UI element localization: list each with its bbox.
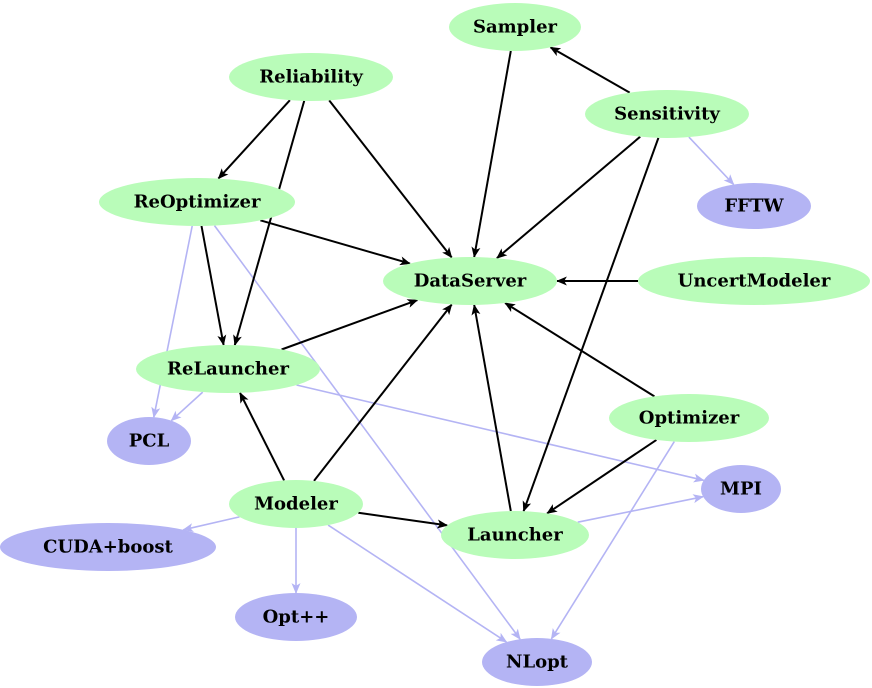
node-sampler-shape xyxy=(449,3,581,51)
node-fftw: FFTW xyxy=(697,183,811,229)
node-nlopt-shape xyxy=(482,638,592,686)
node-reliability-label: Reliability xyxy=(259,67,363,88)
node-modeler-shape xyxy=(229,480,363,528)
edge-optimizer-to-dataserver xyxy=(504,302,655,398)
node-reliability-shape xyxy=(229,53,393,101)
node-sampler-label: Sampler xyxy=(473,17,558,38)
edge-relauncher-to-mpi xyxy=(296,384,705,483)
edge-reoptimizer-to-nlopt xyxy=(213,225,521,640)
node-reoptimizer: ReOptimizer xyxy=(99,178,295,226)
edge-modeler-to-launcher xyxy=(358,511,449,529)
edge-launcher-to-dataserver xyxy=(471,304,512,512)
node-launcher-shape xyxy=(441,511,589,559)
edge-layer xyxy=(151,46,735,643)
node-launcher-label: Launcher xyxy=(467,525,563,546)
node-uncertmodeler-shape xyxy=(638,257,870,305)
node-relauncher-label: ReLauncher xyxy=(167,359,289,380)
node-relauncher: ReLauncher xyxy=(136,345,320,393)
node-sampler: Sampler xyxy=(449,3,581,51)
edge-sensitivity-to-launcher xyxy=(522,137,660,513)
node-optimizer: Optimizer xyxy=(609,394,769,442)
edge-launcher-to-mpi xyxy=(577,494,704,523)
edge-optimizer-to-launcher xyxy=(546,439,657,515)
node-modeler: Modeler xyxy=(229,480,363,528)
node-launcher: Launcher xyxy=(441,511,589,559)
node-sensitivity-label: Sensitivity xyxy=(614,104,720,125)
edge-sensitivity-to-sampler xyxy=(549,46,631,94)
node-cudaboost: CUDA+boost xyxy=(0,523,216,571)
node-mpi-shape xyxy=(701,465,781,513)
node-dataserver: DataServer xyxy=(383,257,557,305)
node-sensitivity-shape xyxy=(585,90,749,138)
node-sensitivity: Sensitivity xyxy=(585,90,749,138)
edge-reoptimizer-to-relauncher xyxy=(200,225,227,346)
node-optimizer-shape xyxy=(609,394,769,442)
edge-reliability-to-reoptimizer xyxy=(217,99,291,180)
node-fftw-shape xyxy=(697,183,811,229)
node-optimizer-label: Optimizer xyxy=(639,408,740,429)
node-pcl-label: PCL xyxy=(129,431,170,452)
edge-relauncher-to-dataserver xyxy=(281,299,419,351)
node-reoptimizer-shape xyxy=(99,178,295,226)
edge-modeler-to-dataserver xyxy=(313,303,453,482)
node-reliability: Reliability xyxy=(229,53,393,101)
node-cudaboost-shape xyxy=(0,523,216,571)
edge-modeler-to-relauncher xyxy=(239,391,285,481)
node-reoptimizer-label: ReOptimizer xyxy=(134,192,261,213)
node-dataserver-label: DataServer xyxy=(414,271,527,292)
node-layer: SamplerReliabilitySensitivityReOptimizer… xyxy=(0,3,870,686)
node-pcl-shape xyxy=(107,417,191,465)
edge-modeler-to-cudaboost xyxy=(182,516,240,532)
node-pcl: PCL xyxy=(107,417,191,465)
node-dataserver-shape xyxy=(383,257,557,305)
edge-reoptimizer-to-pcl xyxy=(151,225,193,419)
node-modeler-label: Modeler xyxy=(254,494,338,515)
node-optpp-shape xyxy=(235,593,357,641)
node-uncertmodeler: UncertModeler xyxy=(638,257,870,305)
node-nlopt-label: NLopt xyxy=(506,652,569,673)
node-fftw-label: FFTW xyxy=(724,196,784,217)
edge-reoptimizer-to-dataserver xyxy=(260,219,411,266)
edge-relauncher-to-pcl xyxy=(170,391,204,422)
edge-optimizer-to-nlopt xyxy=(550,441,675,640)
edge-modeler-to-nlopt xyxy=(327,524,508,643)
node-uncertmodeler-label: UncertModeler xyxy=(678,271,831,292)
node-cudaboost-label: CUDA+boost xyxy=(43,537,173,558)
node-mpi-label: MPI xyxy=(720,479,762,500)
node-optpp: Opt++ xyxy=(235,593,357,641)
node-optpp-label: Opt++ xyxy=(263,607,330,628)
node-mpi: MPI xyxy=(701,465,781,513)
edge-sensitivity-to-dataserver xyxy=(496,135,641,259)
node-nlopt: NLopt xyxy=(482,638,592,686)
edge-reliability-to-dataserver xyxy=(328,99,453,259)
edge-sampler-to-dataserver xyxy=(471,50,512,258)
node-relauncher-shape xyxy=(136,345,320,393)
edge-sensitivity-to-fftw xyxy=(688,136,735,186)
